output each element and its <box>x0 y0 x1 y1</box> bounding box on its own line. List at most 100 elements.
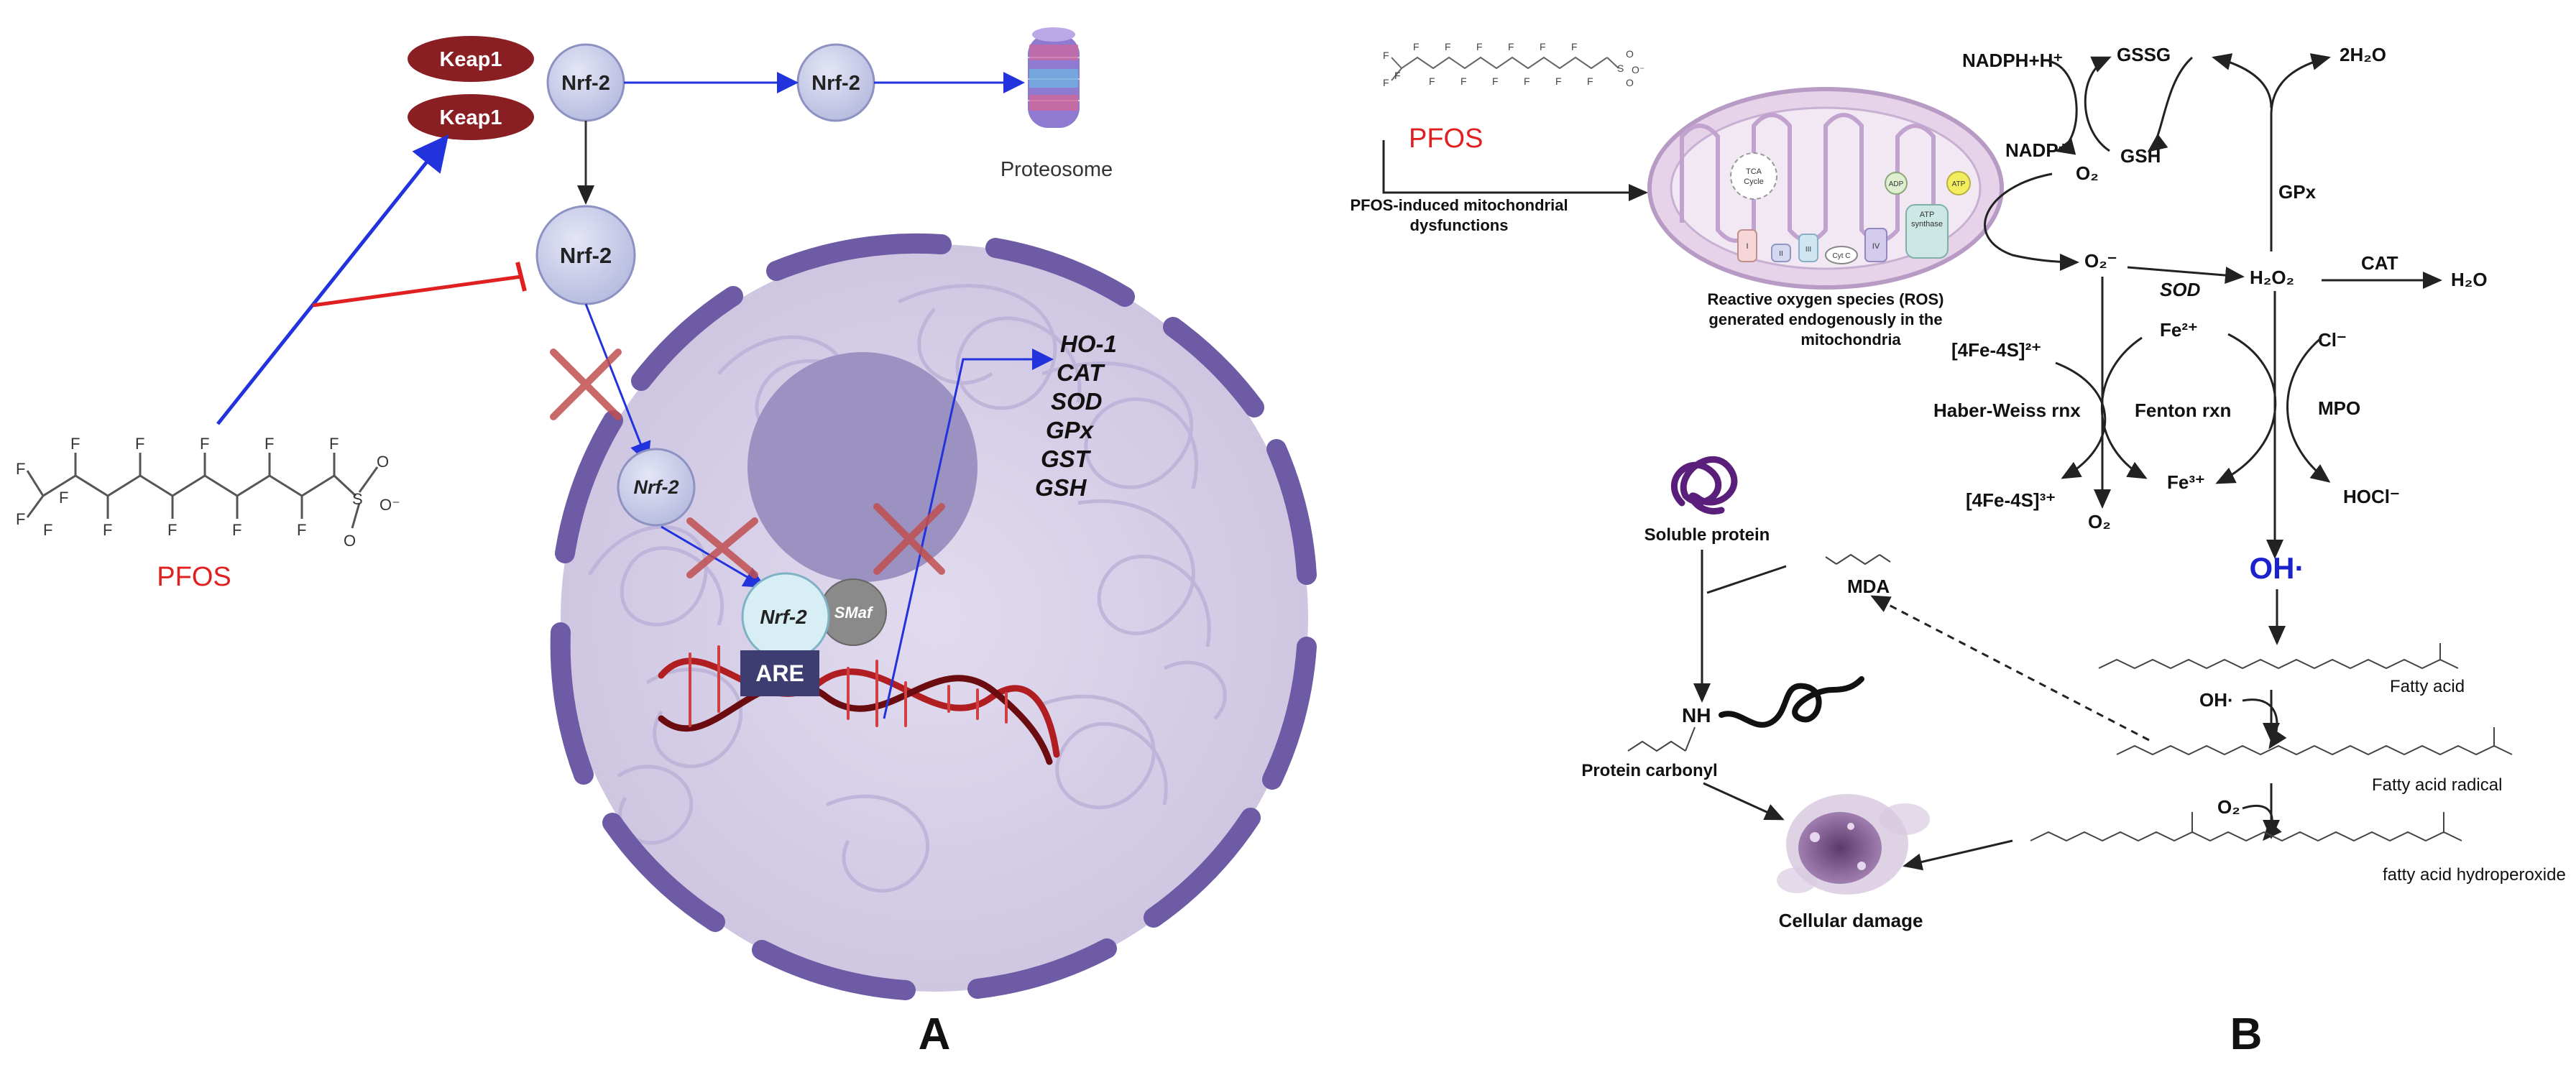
svg-text:F: F <box>1524 75 1530 87</box>
pfos-label-b: PFOS <box>1409 124 1483 154</box>
hydroperoxide-chain <box>2030 812 2462 842</box>
fe4s4-2plus-label: [4Fe-4S]²⁺ <box>1951 339 2041 361</box>
are-box <box>740 650 819 696</box>
gene-ho1: HO-1 <box>1060 331 1117 357</box>
soluble-protein-icon <box>1670 456 1738 514</box>
protein-carbonyl-label: Protein carbonyl <box>1581 761 1717 780</box>
atp-synthase-label-1: ATP <box>1920 211 1935 219</box>
svg-text:F: F <box>16 510 25 528</box>
block-cross-2 <box>686 517 758 578</box>
svg-text:F: F <box>297 521 306 539</box>
protein-pathway-lines <box>1693 550 1787 703</box>
svg-text:F: F <box>1587 75 1593 87</box>
nrf2-cytoplasm: Nrf-2 <box>535 205 636 305</box>
cell-nucleus <box>550 233 1317 1000</box>
keap1-top-label: Keap1 <box>439 48 502 71</box>
fenton-label: Fenton rxn <box>2135 400 2231 421</box>
pfos-molecule-a <box>26 453 379 529</box>
arrow-nuclear-entry <box>584 303 651 464</box>
keap1-bottom <box>408 94 534 140</box>
svg-text:O: O <box>344 532 356 550</box>
cat-label: CAT <box>2361 252 2398 274</box>
cellular-damage-label: Cellular damage <box>1779 910 1923 931</box>
fe3-label: Fe³⁺ <box>2167 471 2205 493</box>
fatty-acid-label: Fatty acid <box>2390 677 2465 696</box>
svg-text:S: S <box>1617 63 1624 74</box>
svg-text:F: F <box>232 521 242 539</box>
are-label: ARE <box>755 660 804 686</box>
fatty-acid-radical-chain <box>2116 727 2513 756</box>
cl-label: Cl⁻ <box>2318 329 2347 351</box>
pfos-molecule-b <box>1391 56 1619 81</box>
block-cross-3 <box>873 503 945 575</box>
arrow-carbonyl-to-damage <box>1703 782 1785 821</box>
h2o2-label: H₂O₂ <box>2250 267 2294 288</box>
hocl-label: HOCl⁻ <box>2343 486 2400 507</box>
hydroxyl-radical-label: OH· <box>2250 551 2305 585</box>
svg-text:F: F <box>264 435 274 453</box>
svg-text:F: F <box>43 521 52 539</box>
complex-2-label: II <box>1779 250 1783 258</box>
carbonyl-structure <box>1627 726 1696 752</box>
protein-chain-icon <box>1719 676 1864 728</box>
ros-line1: Reactive oxygen species (ROS) <box>1708 290 1944 308</box>
tca-label-2: Cycle <box>1744 177 1764 186</box>
gssg-label: GSSG <box>2117 44 2171 65</box>
nrf2-smaf-complex: SMaf Nrf-2 ARE <box>740 572 887 696</box>
oh-minus-label: OH· <box>2199 689 2234 711</box>
ros-line2: generated endogenously in the <box>1708 310 1942 328</box>
smaf-label: SMaf <box>834 604 874 622</box>
svg-text:F: F <box>167 521 177 539</box>
block-cross-1 <box>550 349 622 420</box>
svg-text:F: F <box>1555 75 1562 87</box>
fe2-label: Fe²⁺ <box>2160 319 2198 341</box>
arrow-radical-to-mda <box>1870 595 2150 742</box>
svg-text:O⁻: O⁻ <box>380 496 400 514</box>
o2-bottom-label: O₂ <box>2088 511 2111 532</box>
svg-text:F: F <box>1383 77 1389 88</box>
gene-gsh: GSH <box>1035 474 1087 501</box>
gene-gpx: GPx <box>1046 417 1095 443</box>
svg-text:F: F <box>59 489 68 507</box>
gpx-label: GPx <box>2278 181 2317 203</box>
nh-label: NH <box>1682 704 1711 726</box>
svg-text:F: F <box>70 435 80 453</box>
soluble-protein-label: Soluble protein <box>1644 525 1770 545</box>
fe4s4-3plus-label: [4Fe-4S]³⁺ <box>1966 489 2056 511</box>
superoxide-label: O₂⁻ <box>2084 250 2117 272</box>
complex-3-label: III <box>1806 246 1811 254</box>
svg-text:F: F <box>200 435 209 453</box>
svg-text:F: F <box>1460 75 1467 87</box>
svg-text:F: F <box>1571 41 1578 52</box>
keap1-nrf2-complex: Keap1 Keap1 Nrf-2 <box>408 36 625 140</box>
arrow-mito-to-superoxide <box>1984 172 2079 271</box>
nrf2-complex-label: Nrf-2 <box>561 72 610 95</box>
svg-text:F: F <box>135 435 144 453</box>
glutathione-arrows <box>2048 53 2331 251</box>
svg-text:O: O <box>1626 48 1634 60</box>
gene-sod: SOD <box>1051 388 1103 415</box>
arrow-hydroperoxide-to-damage <box>1903 839 2013 871</box>
svg-text:F: F <box>1445 41 1451 52</box>
nrf2-cytoplasm-label: Nrf-2 <box>560 243 612 268</box>
complex-4-label: IV <box>1872 242 1880 251</box>
panel-a: Keap1 Keap1 Nrf-2 Nrf-2 Proteosome <box>16 27 1317 1059</box>
haber-weiss-label: Haber-Weiss rnx <box>1933 400 2081 421</box>
ros-line3: mitochondria <box>1800 331 1901 349</box>
nrf2-nucleus-label: Nrf-2 <box>633 476 678 498</box>
svg-text:O⁻: O⁻ <box>1632 64 1644 75</box>
pfos-induced-line1: PFOS-induced mitochondrial <box>1350 196 1568 214</box>
svg-text:F: F <box>1394 70 1401 81</box>
arrow-pfos-to-mito <box>1382 140 1648 201</box>
two-h2o-label: 2H₂O <box>2340 44 2386 65</box>
redox-arrows <box>2055 277 2331 559</box>
gene-cat: CAT <box>1057 359 1105 386</box>
nrf2-bound-label: Nrf-2 <box>760 606 807 628</box>
gsh-label: GSH <box>2120 145 2161 167</box>
svg-text:O: O <box>1626 77 1634 88</box>
mda-structure <box>1825 553 1891 566</box>
panel-letter-a: A <box>919 1010 951 1059</box>
pfos-label-a: PFOS <box>157 562 231 592</box>
